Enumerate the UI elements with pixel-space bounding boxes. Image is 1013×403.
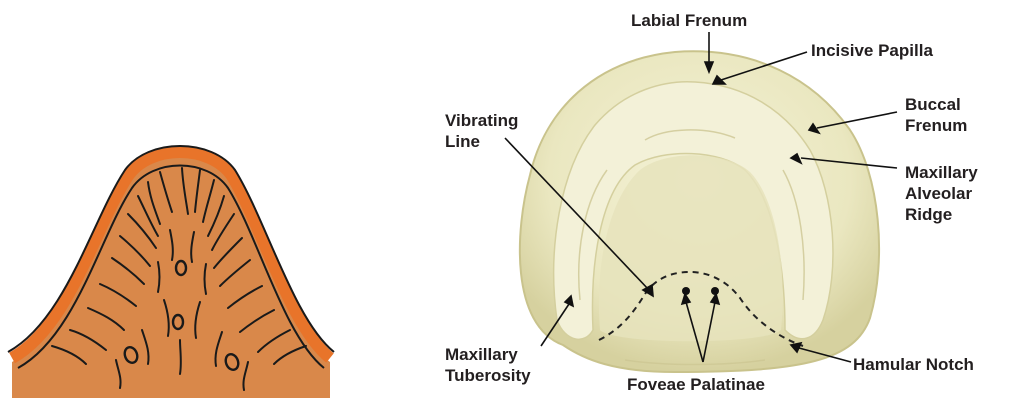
maxillary-cast-figure: Labial Frenum Incisive Papilla Buccal Fr… (345, 0, 1013, 398)
label-incisive-papilla: Incisive Papilla (811, 40, 933, 61)
label-maxillary-tuberosity: Maxillary Tuberosity (445, 344, 531, 386)
label-vibrating-line: Vibrating Line (445, 110, 518, 152)
fovea-palatina-dot (682, 287, 690, 295)
label-maxillary-alveolar-ridge: Maxillary Alveolar Ridge (905, 162, 978, 225)
palate-illustration (0, 0, 345, 398)
label-foveae-palatinae: Foveae Palatinae (627, 374, 765, 395)
label-labial-frenum: Labial Frenum (631, 10, 747, 31)
fovea-palatina-dot (711, 287, 719, 295)
label-buccal-frenum: Buccal Frenum (905, 94, 967, 136)
palate-illustration-svg (0, 0, 345, 398)
label-hamular-notch: Hamular Notch (853, 354, 974, 375)
